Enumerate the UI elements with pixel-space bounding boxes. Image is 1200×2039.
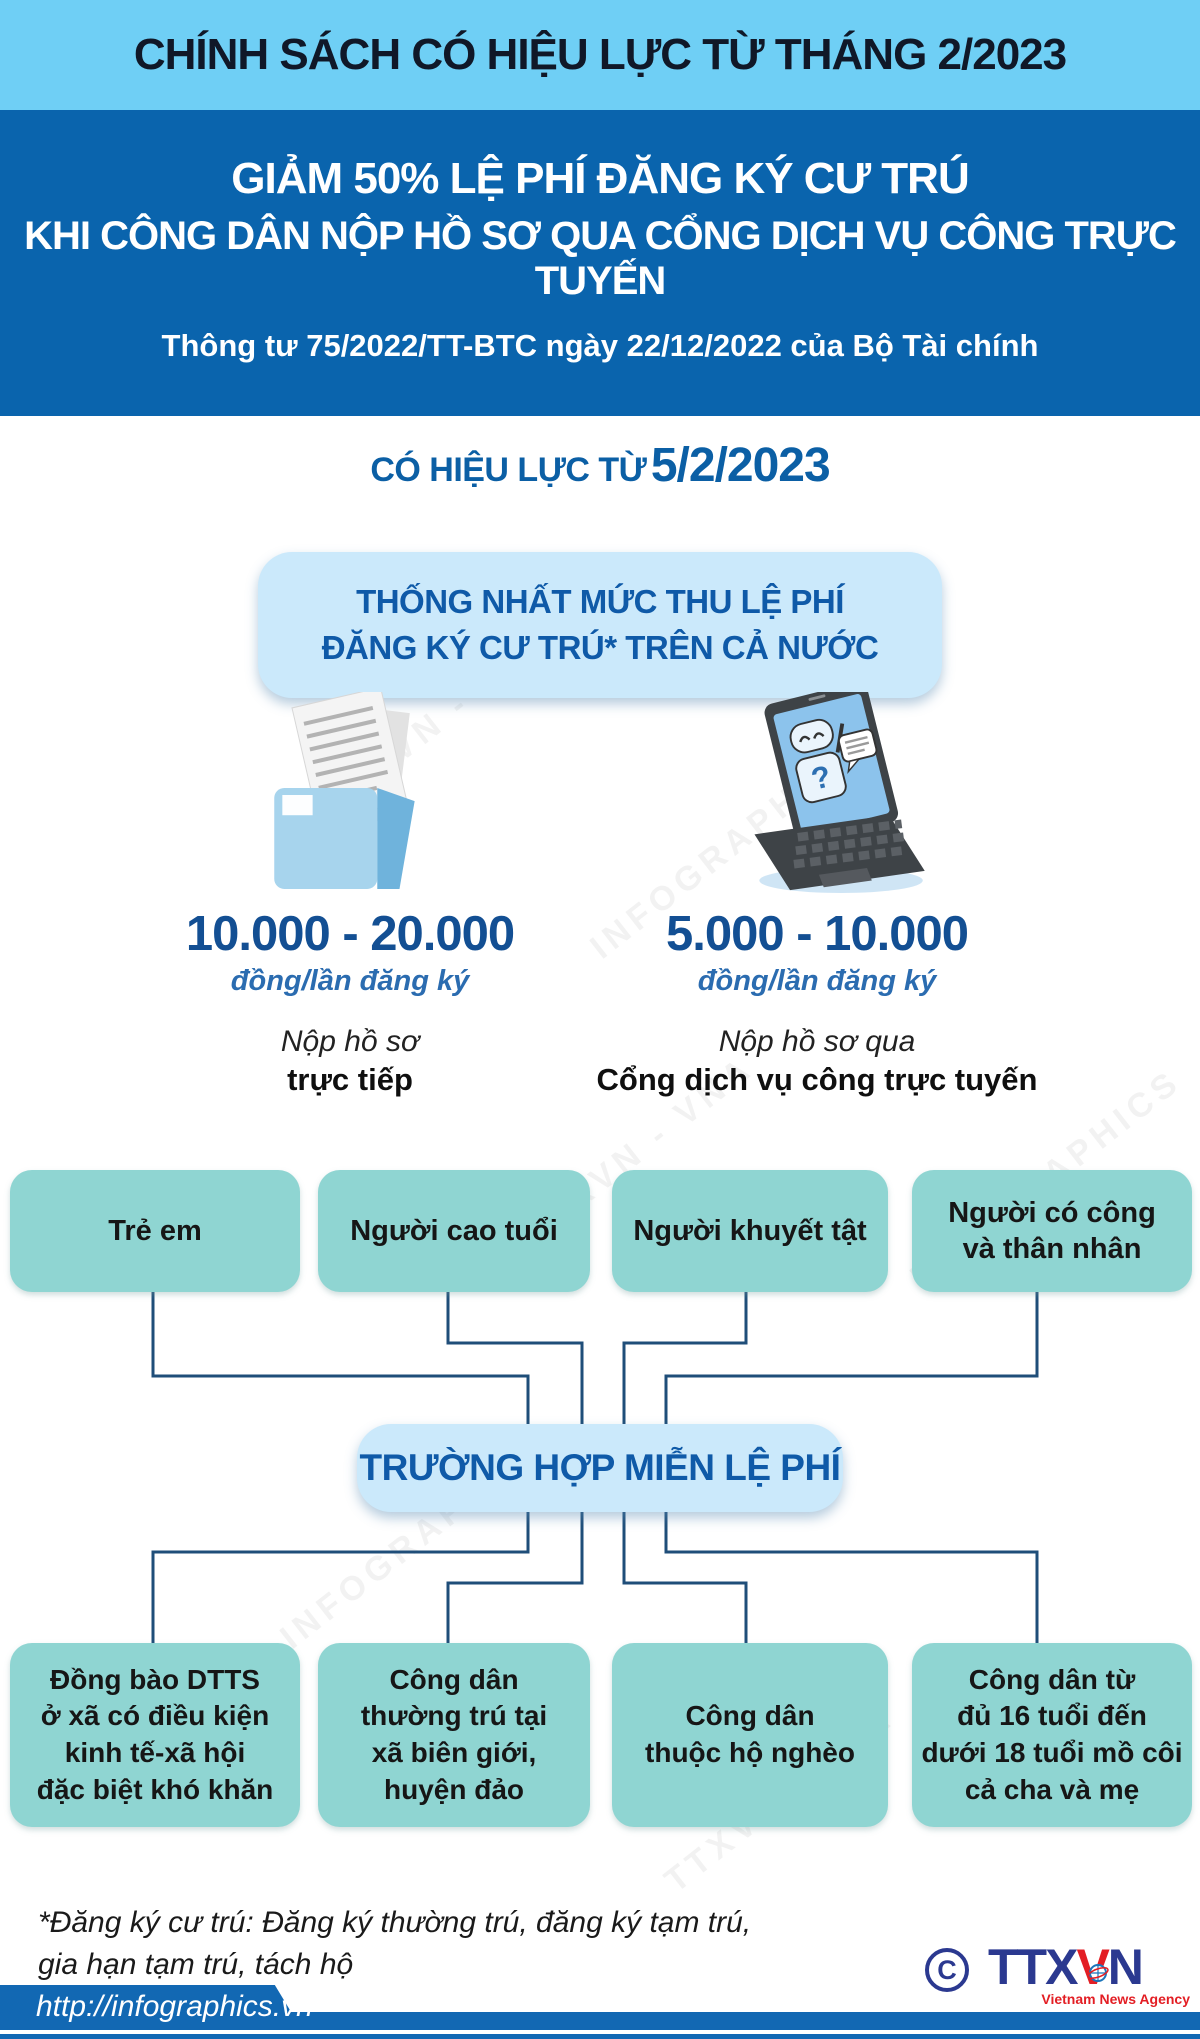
exempt-group-elderly: Người cao tuổi — [318, 1170, 590, 1292]
effective-date-prefix: CÓ HIỆU LỰC TỪ — [370, 451, 647, 489]
unified-fee-line1: THỐNG NHẤT MỨC THU LỆ PHÍ — [356, 583, 844, 621]
group-label: kinh tế-xã hội — [64, 1737, 246, 1768]
top-banner-text: CHÍNH SÁCH CÓ HIỆU LỰC TỪ THÁNG 2/2023 — [133, 30, 1067, 79]
logo-ttx: TTX — [988, 1939, 1078, 1995]
fee-direct-method-line1: Nộp hồ sơ — [280, 1025, 420, 1058]
exemption-title: TRƯỜNG HỢP MIỄN LỆ PHÍ — [359, 1447, 841, 1488]
fee-direct-amount: 10.000 - 20.000 — [185, 907, 515, 961]
copyright-icon: C — [925, 1948, 969, 1992]
group-label: đặc biệt khó khăn — [36, 1773, 274, 1805]
footnote-line1: *Đăng ký cư trú: Đăng ký thường trú, đăn… — [38, 1906, 752, 1939]
laptop-screen: ? — [764, 692, 899, 844]
logo-subtitle: Vietnam News Agency — [1041, 1991, 1190, 2007]
unified-fee-line2: ĐĂNG KÝ CƯ TRÚ* TRÊN CẢ NƯỚC — [321, 629, 879, 666]
group-label: Trẻ em — [108, 1214, 202, 1247]
fee-direct-method-line2: trực tiếp — [287, 1062, 413, 1097]
group-label: Người có công — [948, 1196, 1156, 1229]
group-label: cả cha và mẹ — [964, 1773, 1140, 1805]
footer-url: http://infographics.vn — [36, 1990, 313, 2023]
exempt-group-border-island: Công dân thường trú tại xã biên giới, hu… — [318, 1643, 590, 1827]
laptop-base — [754, 815, 925, 891]
laptop-chatbot-icon: ? — [697, 692, 937, 894]
group-label: thường trú tại — [360, 1700, 548, 1732]
logo-n: N — [1107, 1939, 1144, 1995]
group-label: Người cao tuổi — [350, 1214, 558, 1247]
fee-online-method-line2: Cổng dịch vụ công trực tuyến — [596, 1062, 1038, 1097]
group-label: xã biên giới, — [371, 1737, 537, 1768]
group-label: Công dân — [389, 1663, 519, 1695]
top-banner: CHÍNH SÁCH CÓ HIỆU LỰC TỪ THÁNG 2/2023 — [0, 0, 1200, 110]
group-label: Công dân — [685, 1700, 815, 1732]
effective-date-line: CÓ HIỆU LỰC TỪ 5/2/2023 — [0, 438, 1200, 493]
main-title-line1: GIẢM 50% LỆ PHÍ ĐĂNG KÝ CƯ TRÚ — [231, 154, 969, 203]
footer-bar — [0, 2012, 1200, 2030]
fee-direct-column: 10.000 - 20.000 đồng/lần đăng ký Nộp hồ … — [130, 692, 570, 1100]
group-label: Công dân từ — [968, 1663, 1136, 1695]
trackpad — [818, 868, 872, 888]
group-label: đủ 16 tuổi đến — [957, 1700, 1147, 1732]
fee-online-unit: đồng/lần đăng ký — [697, 965, 937, 997]
footnote-line2: gia hạn tạm trú, tách hộ — [38, 1948, 354, 1981]
fee-online-column: ? 5.000 - 10.000 đồng/lần đăng ký Nộp hồ… — [592, 692, 1042, 1100]
group-label: dưới 18 tuổi mồ côi — [921, 1737, 1183, 1768]
fee-direct-unit: đồng/lần đăng ký — [230, 965, 470, 997]
folder-documents-icon — [245, 692, 455, 894]
group-label: thuộc hộ nghèo — [645, 1737, 855, 1768]
fee-online-method-line1: Nộp hồ sơ qua — [718, 1025, 916, 1058]
header-band: GIẢM 50% LỆ PHÍ ĐĂNG KÝ CƯ TRÚ KHI CÔNG … — [0, 110, 1200, 416]
fee-online-amount: 5.000 - 10.000 — [665, 907, 969, 961]
exempt-group-disabled: Người khuyết tật — [612, 1170, 888, 1292]
main-title-line2: KHI CÔNG DÂN NỘP HỒ SƠ QUA CỔNG DỊCH VỤ … — [24, 214, 1177, 303]
exempt-group-orphans: Công dân từ đủ 16 tuổi đến dưới 18 tuổi … — [912, 1643, 1192, 1827]
robot-head — [789, 718, 834, 754]
folder-side — [377, 787, 415, 889]
circular-reference: Thông tư 75/2022/TT-BTC ngày 22/12/2022 … — [161, 328, 1039, 363]
globe-icon — [1087, 1964, 1109, 1982]
exempt-group-children: Trẻ em — [10, 1170, 300, 1292]
group-label: và thân nhân — [962, 1233, 1142, 1265]
group-label: Người khuyết tật — [633, 1214, 867, 1247]
group-label: Đồng bào DTTS — [50, 1663, 260, 1695]
exemption-title-box: TRƯỜNG HỢP MIỄN LỆ PHÍ — [357, 1424, 843, 1512]
footer-bottom-strip — [0, 2034, 1200, 2039]
exempt-group-poor-household: Công dân thuộc hộ nghèo — [612, 1643, 888, 1827]
folder-tab — [282, 795, 313, 816]
exempt-group-merit: Người có công và thân nhân — [912, 1170, 1192, 1292]
effective-date-value: 5/2/2023 — [650, 439, 831, 492]
exempt-group-ethnic-minority: Đồng bào DTTS ở xã có điều kiện kinh tế-… — [10, 1643, 300, 1827]
copyright-letter: C — [937, 1954, 957, 1985]
ttxvn-logo: TTXVN — [988, 1938, 1144, 1996]
group-label: ở xã có điều kiện — [40, 1700, 270, 1732]
group-label: huyện đảo — [383, 1773, 524, 1805]
unified-fee-box: THỐNG NHẤT MỨC THU LỆ PHÍ ĐĂNG KÝ CƯ TRÚ… — [258, 552, 942, 698]
robot-body — [795, 751, 847, 804]
